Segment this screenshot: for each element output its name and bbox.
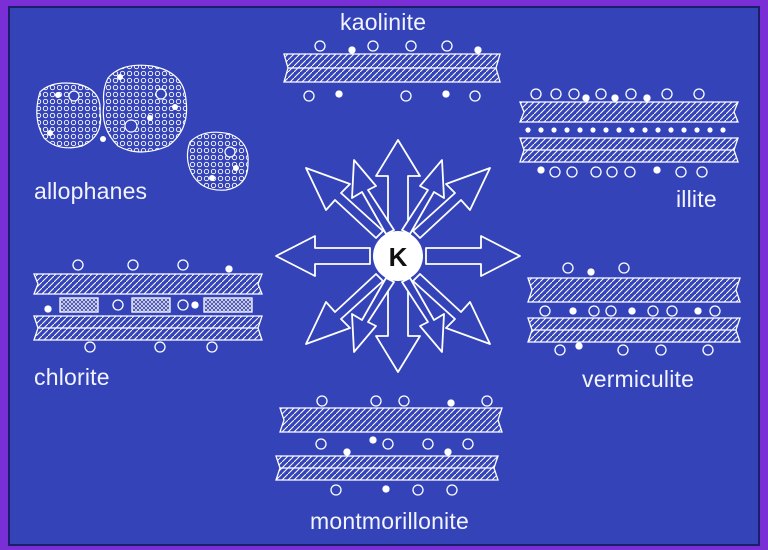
kaolinite-structure	[284, 41, 500, 101]
potassium-ion-label: K	[389, 242, 408, 272]
allophanes-label: allophanes	[34, 178, 147, 205]
vermiculite-label: vermiculite	[582, 366, 694, 393]
illite-label: illite	[676, 186, 717, 213]
arrow-left	[276, 236, 370, 276]
chlorite-label: chlorite	[34, 364, 110, 391]
illite-structure	[520, 89, 738, 177]
kaolinite-label: kaolinite	[340, 9, 426, 36]
arrow-right	[426, 236, 520, 276]
allophanes-structure	[37, 65, 248, 190]
montmorillonite-structure	[276, 396, 502, 495]
vermiculite-structure	[528, 263, 740, 355]
montmorillonite-label: montmorillonite	[310, 508, 469, 535]
chlorite-structure	[34, 260, 262, 352]
